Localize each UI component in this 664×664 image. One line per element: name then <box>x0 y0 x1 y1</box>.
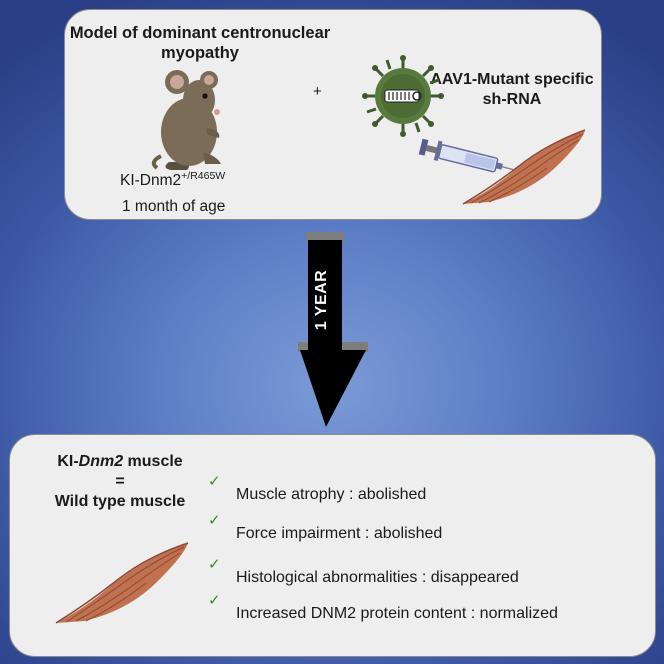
result-text: Histological abnormalities : disappeared <box>236 569 519 586</box>
conclusion-gene: Dnm2 <box>78 453 124 470</box>
result-row: ✓ Muscle atrophy : abolished <box>208 472 426 504</box>
mouse-icon <box>151 70 221 170</box>
age-label: 1 month of age <box>122 198 226 215</box>
conclusion-prefix: KI- <box>57 453 79 470</box>
aav-title: AAV1-Mutant specific sh-RNA <box>430 71 594 108</box>
virus-icon <box>362 55 444 137</box>
conclusion-equals: = <box>115 473 125 490</box>
result-text: Increased DNM2 protein content : normali… <box>236 605 558 622</box>
conclusion-text: KI-Dnm2 muscle = Wild type muscle <box>30 452 210 512</box>
down-arrow <box>298 232 368 427</box>
top-panel: Model of dominant centronuclear myopathy… <box>64 9 602 220</box>
result-text: Muscle atrophy : abolished <box>236 486 427 503</box>
result-row: ✓ Force impairment : abolished <box>208 511 442 543</box>
check-icon: ✓ <box>208 512 221 529</box>
duration-label: 1 YEAR <box>313 269 330 331</box>
mouse-genotype-sup: +/R465W <box>181 170 226 182</box>
mouse-genotype-main: KI-Dnm2 <box>120 172 182 190</box>
plus-sign: + <box>313 83 322 100</box>
check-icon: ✓ <box>208 556 221 573</box>
muscle-icon <box>55 542 189 624</box>
conclusion-suffix: muscle <box>123 453 183 470</box>
result-text: Force impairment : abolished <box>236 525 443 542</box>
conclusion-line-1: KI-Dnm2 muscle <box>30 452 210 472</box>
result-row: ✓ Increased DNM2 protein content : norma… <box>208 591 558 623</box>
muscle-icon <box>462 129 586 205</box>
check-icon: ✓ <box>208 473 221 490</box>
mouse-genotype-label: KI-Dnm2+/R465W <box>120 170 225 190</box>
model-title: Model of dominant centronuclear myopathy <box>69 24 331 62</box>
bottom-panel: KI-Dnm2 muscle = Wild type muscle ✓ Musc… <box>9 434 656 657</box>
conclusion-wild-type: Wild type muscle <box>54 493 186 510</box>
check-icon: ✓ <box>208 592 221 609</box>
syringe-icon <box>418 138 530 175</box>
result-row: ✓ Histological abnormalities : disappear… <box>208 555 519 587</box>
